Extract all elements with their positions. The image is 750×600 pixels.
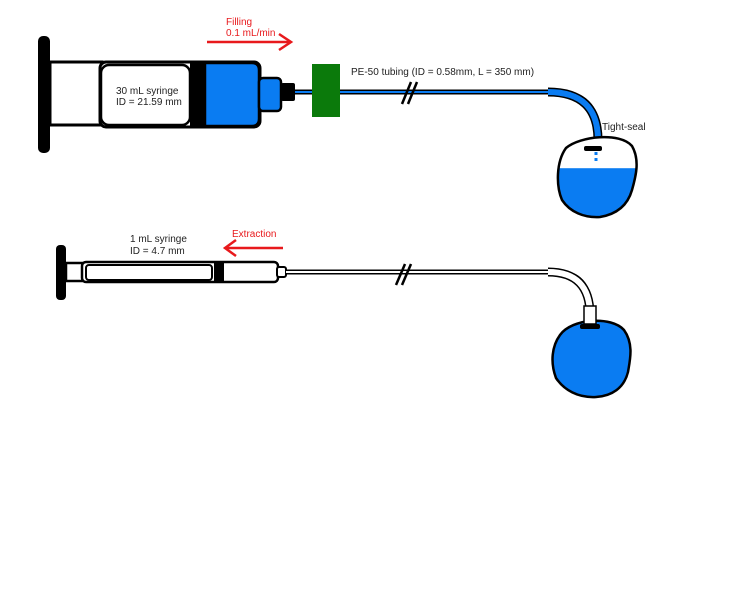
tight-seal	[584, 146, 602, 151]
extraction-label: Extraction	[232, 229, 276, 240]
syringe-1ml-label-line2: ID = 4.7 mm	[130, 246, 185, 257]
syringe-1ml-plunger-flange	[56, 245, 66, 300]
syringe-1ml-hub	[276, 266, 287, 278]
tight-seal	[580, 324, 600, 329]
tubing-end-fluid	[547, 89, 601, 141]
extraction-tubing	[286, 269, 593, 311]
syringe-30ml-label-line1: 30 mL syringe	[116, 86, 179, 97]
seal-label: Tight-seal	[602, 122, 646, 133]
syringe-30ml-hub	[257, 76, 283, 113]
syringe-30ml-fluid	[203, 61, 261, 128]
syringe-1ml-inner	[85, 264, 213, 281]
syringe-30ml-plunger-rod	[48, 60, 104, 127]
syringe-1ml-stopper	[214, 262, 224, 282]
syringe-30ml-label-line2: ID = 21.59 mm	[116, 97, 182, 108]
syringe-1ml-label-line1: 1 mL syringe	[130, 234, 187, 245]
filling-arrow-icon	[207, 32, 294, 52]
top-setup: Filling 0.1 mL/min 30 mL syringe ID = 21…	[38, 17, 646, 219]
syringe-30ml-plunger-flange	[38, 36, 50, 153]
pe50-tubing	[340, 89, 601, 136]
tubing-break-mark	[394, 263, 413, 286]
syringe-30ml-stopper	[190, 62, 205, 127]
collection-bag-top	[556, 135, 638, 219]
tubing-connector	[312, 64, 340, 117]
bottom-setup: Extraction 1 mL syringe ID = 4.7 mm	[56, 229, 632, 399]
collection-bag-bottom	[551, 305, 632, 399]
tubing-break-mark	[400, 81, 419, 105]
flow-label-line1: Filling	[226, 17, 252, 28]
syringe-30ml-nozzle	[281, 83, 295, 101]
tubing-label: PE-50 tubing (ID = 0.58mm, L = 350 mm)	[351, 67, 534, 78]
extraction-arrow-icon	[222, 238, 283, 258]
flow-label-line2: 0.1 mL/min	[226, 28, 275, 39]
